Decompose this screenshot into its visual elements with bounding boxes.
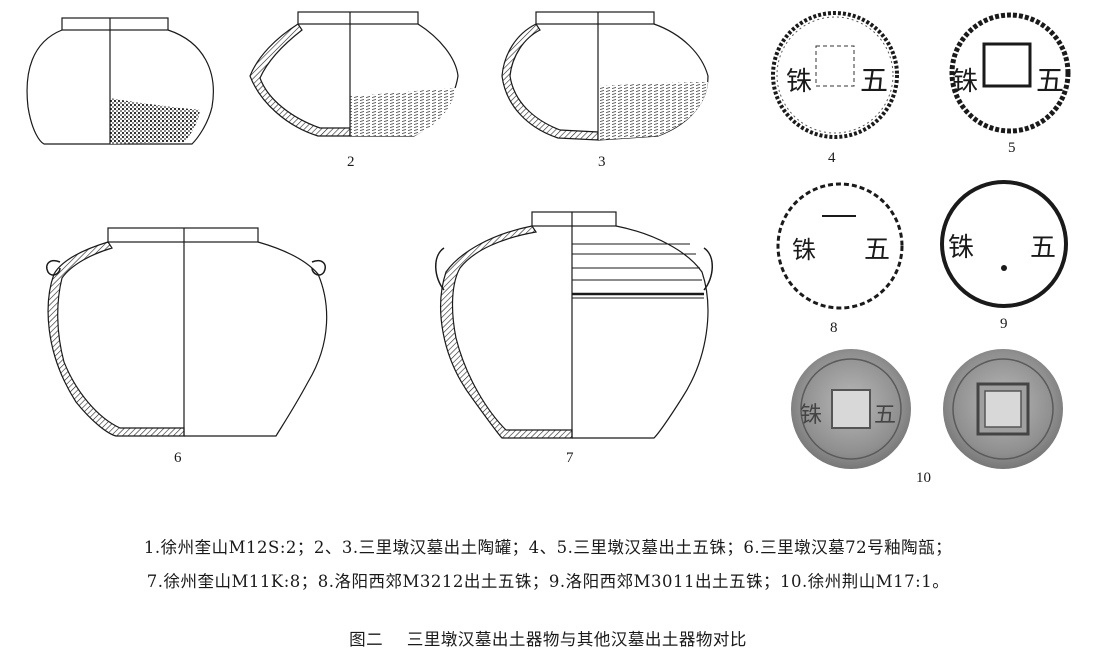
figure-title: 图二 三里墩汉墓出土器物与其他汉墓出土器物对比 bbox=[349, 630, 747, 649]
svg-text:铢: 铢 bbox=[800, 402, 822, 427]
coin-9-rubbing: 铢 五 bbox=[940, 180, 1068, 308]
coin-10-obverse-photo: 铢 五 bbox=[791, 349, 911, 469]
coin-8-rubbing: 铢 五 bbox=[776, 182, 904, 310]
label-5: 5 bbox=[1008, 140, 1016, 156]
svg-text:五: 五 bbox=[874, 402, 896, 427]
jar-3-drawing bbox=[501, 11, 709, 141]
svg-text:铢: 铢 bbox=[948, 233, 974, 262]
label-2: 2 bbox=[347, 154, 355, 170]
vessel-6-drawing bbox=[46, 227, 328, 437]
svg-text:铢: 铢 bbox=[786, 67, 812, 96]
vessel-7-drawing bbox=[435, 211, 713, 439]
caption-line-2: 7.徐州奎山M11K:8；8.洛阳西郊M3212出土五铢；9.洛阳西郊M3011… bbox=[146, 572, 950, 591]
label-4: 4 bbox=[828, 150, 836, 166]
jar-1-drawing bbox=[26, 17, 214, 145]
label-8: 8 bbox=[830, 320, 838, 336]
svg-text:五: 五 bbox=[860, 66, 888, 97]
svg-text:五: 五 bbox=[1030, 233, 1056, 262]
coin-10-reverse-photo bbox=[943, 349, 1063, 469]
label-7: 7 bbox=[566, 450, 574, 466]
coin-5-rubbing: 铢 五 bbox=[949, 12, 1071, 134]
svg-text:五: 五 bbox=[864, 235, 890, 264]
coin-4-rubbing: 铢 五 bbox=[771, 11, 899, 139]
svg-text:五: 五 bbox=[1036, 66, 1064, 97]
label-10: 10 bbox=[916, 470, 931, 486]
label-9: 9 bbox=[1000, 316, 1008, 332]
figure-plate: 2 3 铢 五 4 铢 五 5 6 bbox=[26, 11, 1071, 486]
jar-2-drawing bbox=[249, 11, 459, 137]
label-3: 3 bbox=[598, 154, 606, 170]
caption-line-1: 1.徐州奎山M12S:2；2、3.三里墩汉墓出土陶罐；4、5.三里墩汉墓出土五铢… bbox=[143, 538, 953, 557]
svg-text:铢: 铢 bbox=[792, 237, 816, 264]
svg-text:铢: 铢 bbox=[952, 67, 978, 96]
label-6: 6 bbox=[174, 450, 182, 466]
